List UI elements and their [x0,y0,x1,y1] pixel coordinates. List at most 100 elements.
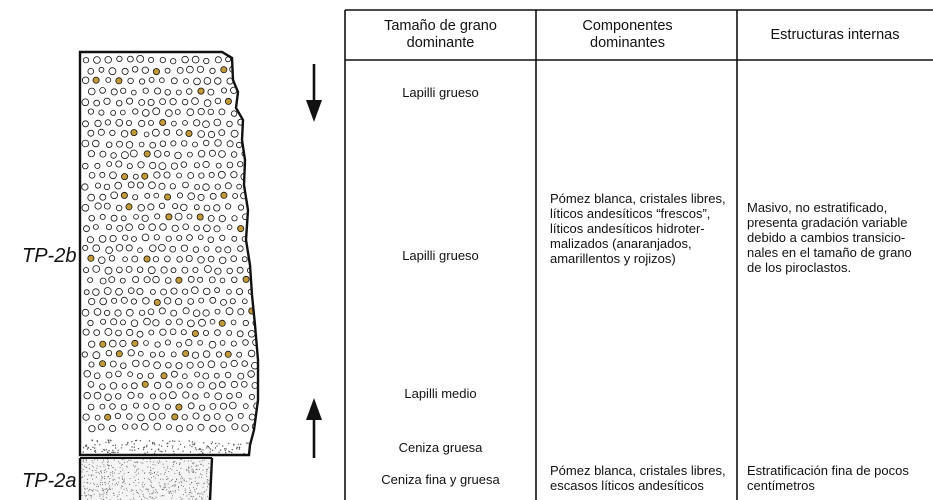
fine-ash-grain [180,468,181,469]
fine-ash-grain [88,494,89,495]
fine-ash-grain [110,472,111,473]
pumice-clast [128,182,134,188]
pumice-clast [198,194,204,200]
fine-ash-grain [172,486,173,487]
pumice-clast [154,172,160,178]
pumice-clast [111,192,118,199]
pumice-clast [144,132,149,137]
fine-ash-grain [175,490,176,491]
pumice-clast [203,140,209,146]
fine-ash-grain [195,472,196,473]
pumice-clast [93,245,100,252]
pumice-clast [149,57,154,62]
ash-grain [254,450,255,451]
pumice-clast [188,403,194,409]
fine-ash-grain [126,488,127,489]
fine-ash-grain [189,492,190,493]
fine-ash-grain [168,483,169,484]
fine-ash-grain [196,483,197,484]
fine-ash-grain [199,461,200,462]
fine-ash-grain [165,487,166,488]
pumice-clast [100,298,107,305]
pumice-clast [248,331,255,338]
fine-ash-grain [92,479,93,480]
pumice-clast [199,173,204,178]
ash-grain [111,452,112,453]
unit-label-tp2a: TP-2a [22,470,76,493]
pumice-clast [175,152,182,159]
lithic-clast [198,88,204,94]
ash-grain [215,447,216,448]
fine-ash-grain [91,475,92,476]
fine-ash-grain [196,469,197,470]
ash-grain [134,449,135,450]
grain-size-base: Ceniza gruesa [345,440,536,455]
fine-ash-grain [175,492,176,493]
fine-ash-grain [149,472,150,473]
ash-grain [108,450,109,451]
pumice-clast [93,266,100,273]
fine-ash-grain [156,491,157,492]
fine-ash-grain [169,493,170,494]
fine-ash-grain [156,474,157,475]
fine-ash-grain [105,482,106,483]
grain-size-lower: Lapilli medio [345,386,536,401]
fine-ash-grain [166,476,167,477]
fine-ash-grain [104,470,105,471]
pumice-clast [204,393,209,398]
fine-ash-grain [128,472,129,473]
grain-size-tp2a: Ceniza fina y gruesa [345,472,536,487]
fine-ash-grain [130,478,131,479]
fine-ash-grain [204,460,205,461]
fine-ash-grain [107,459,108,460]
pumice-clast [100,278,106,284]
fine-ash-grain [99,496,100,497]
pumice-clast [208,256,214,262]
fine-ash-grain [185,489,186,490]
lithic-clast [100,361,106,367]
pumice-clast [116,245,123,252]
description-table: Tamaño de grano dominante Componentes do… [345,10,933,500]
pumice-clast [181,330,186,335]
pumice-clast [94,57,101,64]
pumice-clast [84,290,89,295]
fine-ash-grain [174,461,175,462]
fine-ash-grain [84,488,85,489]
fine-ash-grain [104,489,105,490]
ash-grain [231,452,232,453]
lithic-clast [221,192,227,198]
pumice-clast [116,161,122,167]
lithic-clast [176,277,182,283]
pumice-clast [111,110,116,115]
fine-ash-grain [148,478,149,479]
pumice-clast [171,288,177,294]
pumice-clast [214,414,220,420]
fine-ash-grain [96,486,97,487]
pumice-clast [150,245,157,252]
pumice-clast [105,328,112,335]
pumice-clast [210,403,216,409]
ash-grain [222,445,223,446]
fine-ash-grain [172,479,173,480]
pumice-clast [249,394,254,399]
pumice-clast [137,55,144,62]
ash-grain [212,450,213,451]
ash-grain [178,441,179,442]
fine-ash-grain [163,489,164,490]
pumice-clast [104,288,111,295]
fine-ash-grain [100,466,101,467]
fine-ash-grain [122,476,123,477]
fine-ash-grain [207,496,208,497]
fine-ash-grain [81,495,82,496]
fine-ash-grain [151,477,152,478]
pumice-clast [127,414,133,420]
fine-ash-grain [106,471,107,472]
lithic-clast [142,173,148,179]
pumice-clast [88,88,95,95]
fine-ash-grain [196,466,197,467]
pumice-clast [198,235,203,240]
pumice-clast [88,130,94,136]
pumice-clast [87,237,93,243]
fine-ash-grain [190,484,191,485]
fine-ash-grain [163,467,164,468]
